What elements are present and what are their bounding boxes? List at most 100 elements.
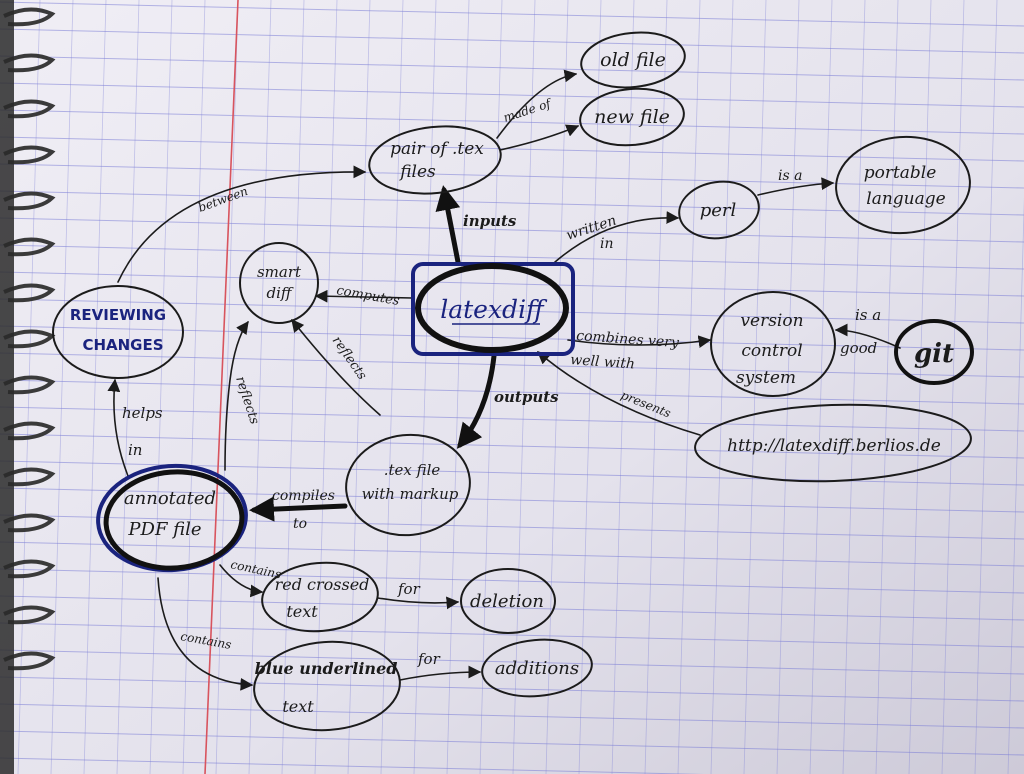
grid-line <box>314 0 338 774</box>
ruled-line <box>0 622 1024 648</box>
spiral-ring <box>3 513 56 533</box>
edge-reflects-1 <box>291 319 381 416</box>
grid-line <box>578 0 602 774</box>
spiral-binding <box>3 7 56 671</box>
grid-line <box>149 0 173 774</box>
git-label: git <box>914 339 954 369</box>
node-reviewing-changes <box>52 285 184 379</box>
grid-line <box>413 0 437 774</box>
grid-line <box>644 0 668 774</box>
edge-presents <box>537 351 701 436</box>
edge-outputs <box>456 353 497 449</box>
ruled-line <box>0 541 1024 567</box>
ruled-line <box>0 1 1024 27</box>
latexdiff-label: latexdiff <box>440 295 548 324</box>
combines-label-line1: combines very <box>576 328 681 351</box>
compiles-label-line1: compiles <box>272 488 335 504</box>
grid-line <box>182 0 206 774</box>
edge-reflects-2 <box>224 320 249 471</box>
spiral-ring <box>3 145 56 165</box>
helps-in-label-line2: in <box>128 441 142 459</box>
ruled-line <box>0 28 1024 54</box>
spiral-ring <box>3 651 56 671</box>
node-red-crossed-text <box>261 561 379 633</box>
grid-line <box>545 0 569 774</box>
portable-language-label-line1: portable <box>864 163 937 183</box>
deletion-label: deletion <box>470 591 544 612</box>
ruled-line <box>0 757 705 774</box>
ruled-line <box>0 568 1024 594</box>
node-git <box>894 319 974 385</box>
edge-inputs <box>435 185 461 265</box>
node-version-control-system <box>710 291 836 397</box>
pair-of-tex-files-label-line2: files <box>398 162 436 182</box>
grid-line <box>479 0 503 774</box>
node-perl <box>678 180 760 240</box>
old-file-label: old file <box>600 49 666 71</box>
ruled-line <box>0 703 1024 729</box>
grid-line <box>380 0 404 774</box>
blue-underlined-label-line1: blue underlined <box>255 659 398 678</box>
url-label: http://latexdiff.berlios.de <box>727 436 941 456</box>
tex-file-label-line1: .tex file <box>384 461 441 479</box>
ruled-line <box>0 379 1024 405</box>
ruled-line <box>0 595 1024 621</box>
grid-line <box>842 0 866 774</box>
grid-line <box>116 0 140 774</box>
spiral-ring <box>3 605 56 625</box>
grid-line <box>611 0 635 774</box>
is-a-good-label-line2: good <box>840 339 877 357</box>
node-latexdiff <box>411 262 575 356</box>
spiral-ring <box>3 53 56 73</box>
vcs-label-line1: version <box>740 311 803 331</box>
annotated-pdf-label-line2: PDF file <box>127 519 201 540</box>
helps-in-label-line1: helps <box>122 404 163 422</box>
edge-for-2 <box>399 665 482 681</box>
grid-line <box>50 0 74 774</box>
ruled-line <box>0 325 1024 351</box>
node-blue-underlined-text <box>253 640 401 732</box>
ruled-line <box>0 433 1024 459</box>
node-annotated-pdf-file <box>96 463 248 573</box>
grid-line <box>908 0 932 774</box>
edge-to-old-file <box>496 69 578 139</box>
grid-line <box>281 0 305 774</box>
spiral-ring <box>3 237 56 257</box>
margin-line <box>204 0 239 774</box>
pair-of-tex-files-label-line1: pair of .tex <box>390 139 484 159</box>
new-file-label: new file <box>594 106 670 128</box>
grid-line <box>248 0 272 774</box>
node-tex-file-with-markup <box>345 433 471 537</box>
smart-diff-label-line2: diff <box>266 284 293 302</box>
for-2-label: for <box>417 650 441 668</box>
outputs-label: outputs <box>494 388 559 406</box>
reviewing-changes-label-line2: CHANGES <box>82 336 163 354</box>
ruled-line <box>0 487 1024 513</box>
grid-line <box>941 0 965 774</box>
ruled-line <box>0 352 1024 378</box>
ruled-line <box>0 514 1024 540</box>
ruled-line <box>0 190 1024 216</box>
ruled-line <box>0 298 1024 324</box>
vcs-label-line2: control <box>741 341 802 361</box>
spiral-ring <box>3 283 56 303</box>
grid-line <box>809 0 833 774</box>
written-in-label-line2: in <box>600 236 614 252</box>
grid-line <box>83 0 107 774</box>
grid-line <box>17 0 41 774</box>
ruled-line <box>0 136 1024 162</box>
grid-line <box>512 0 536 774</box>
edge-contains-1 <box>219 564 264 598</box>
edge-computes <box>314 289 413 303</box>
spiral-ring <box>3 99 56 119</box>
edge-is-a-good <box>834 323 901 349</box>
spiral-ring <box>3 375 56 395</box>
grid-line <box>347 0 371 774</box>
edge-to-new-file <box>499 124 580 151</box>
perl-label: perl <box>700 200 737 221</box>
annotated-pdf-label-line1: annotated <box>124 488 216 509</box>
binding-shadow <box>0 0 14 774</box>
edge-between <box>117 165 367 283</box>
ruled-line <box>0 217 1024 243</box>
